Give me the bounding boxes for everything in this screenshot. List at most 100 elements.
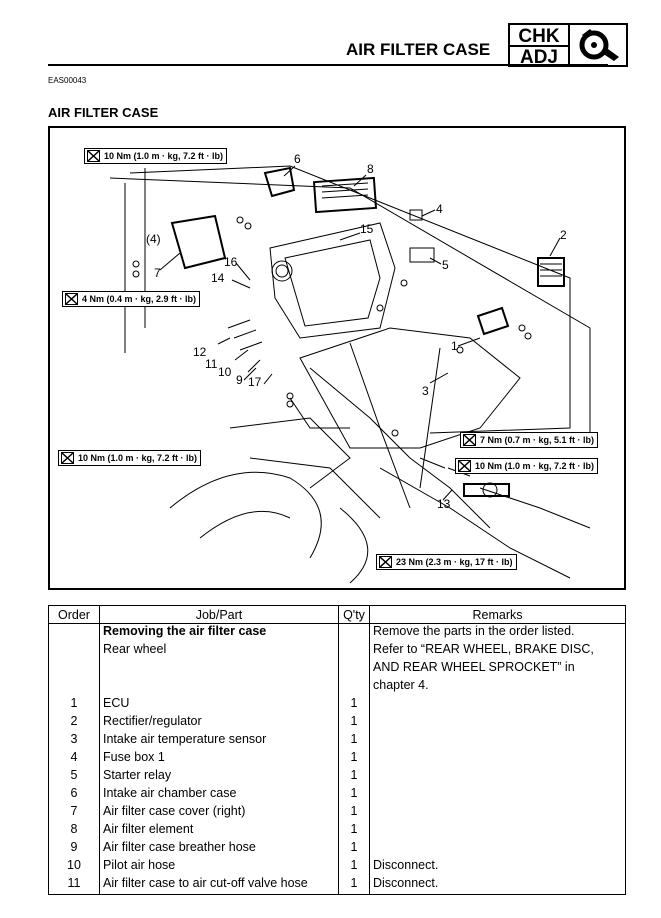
callout-5: 5 — [442, 258, 449, 272]
row-job-part — [99, 660, 339, 678]
callout-4: 4 — [436, 202, 443, 216]
row-remarks — [369, 822, 626, 840]
table-row: Removing the air filter case Remove the p… — [48, 623, 626, 642]
torque-label: 7 Nm (0.7 m · kg, 5.1 ft · lb) — [460, 432, 599, 448]
row-job-part: Air filter case breather hose — [99, 840, 339, 858]
exploded-diagram: 10 Nm (1.0 m · kg, 7.2 ft · lb) 4 Nm (0.… — [48, 126, 626, 590]
row-order: 2 — [48, 714, 100, 732]
row-order — [48, 642, 100, 660]
row-qty: 1 — [338, 768, 370, 786]
row-remarks — [369, 732, 626, 750]
row-job-part: Air filter case to air cut-off valve hos… — [99, 876, 339, 895]
row-remarks — [369, 786, 626, 804]
row-order: 1 — [48, 696, 100, 714]
wrench-icon — [65, 293, 78, 305]
torque-value: 23 Nm (2.3 m · kg, 17 ft · lb) — [396, 557, 513, 567]
wrench-icon — [87, 150, 100, 162]
header-order: Order — [48, 605, 100, 624]
row-qty: 1 — [338, 840, 370, 858]
row-qty — [338, 660, 370, 678]
torque-value: 10 Nm (1.0 m · kg, 7.2 ft · lb) — [104, 151, 224, 161]
row-qty — [338, 642, 370, 660]
callout-6: 6 — [294, 152, 301, 166]
row-remarks: Disconnect. — [369, 876, 626, 895]
row-order: 4 — [48, 750, 100, 768]
callout-1: 1 — [451, 339, 458, 353]
wrench-magnifier-icon — [572, 27, 624, 63]
row-order: 9 — [48, 840, 100, 858]
callout-3: 3 — [422, 384, 429, 398]
row-qty — [338, 623, 370, 642]
callout-11: 11 — [205, 357, 218, 371]
section-title: AIR FILTER CASE — [48, 105, 159, 120]
row-job-part: Rear wheel — [99, 642, 339, 660]
row-order: 3 — [48, 732, 100, 750]
table-row: AND REAR WHEEL SPROCKET” in — [48, 660, 626, 678]
table-row: chapter 4. — [48, 678, 626, 696]
row-remarks: Remove the parts in the order listed. — [369, 623, 626, 642]
wrench-icon — [379, 556, 392, 568]
row-job-part: Starter relay — [99, 768, 339, 786]
callout-9: 9 — [236, 373, 243, 387]
torque-label: 4 Nm (0.4 m · kg, 2.9 ft · lb) — [62, 291, 201, 307]
row-job-part: Pilot air hose — [99, 858, 339, 876]
row-job-part: Air filter case cover (right) — [99, 804, 339, 822]
wrench-icon — [61, 452, 74, 464]
torque-value: 10 Nm (1.0 m · kg, 7.2 ft · lb) — [78, 453, 198, 463]
row-order: 10 — [48, 858, 100, 876]
row-remarks — [369, 696, 626, 714]
row-job-part: Rectifier/regulator — [99, 714, 339, 732]
row-order: 8 — [48, 822, 100, 840]
torque-value: 7 Nm (0.7 m · kg, 5.1 ft · lb) — [480, 435, 595, 445]
row-job-part: ECU — [99, 696, 339, 714]
row-remarks: Disconnect. — [369, 858, 626, 876]
row-job-part: Fuse box 1 — [99, 750, 339, 768]
row-order — [48, 623, 100, 642]
row-order: 5 — [48, 768, 100, 786]
wrench-icon — [458, 460, 471, 472]
diagram-drawing — [109, 165, 591, 584]
row-order — [48, 660, 100, 678]
row-remarks — [369, 768, 626, 786]
badge-line1: CHK — [518, 26, 560, 47]
callout-2: 2 — [560, 228, 567, 242]
row-job-part: Removing the air filter case — [99, 623, 339, 642]
row-qty: 1 — [338, 714, 370, 732]
callout-10: 10 — [218, 365, 232, 379]
torque-label: 10 Nm (1.0 m · kg, 7.2 ft · lb) — [58, 450, 202, 466]
document-code: EAS00043 — [48, 76, 87, 85]
callout-8: 8 — [367, 162, 374, 176]
header-qty: Q'ty — [338, 605, 370, 624]
callout-16: 16 — [224, 255, 238, 269]
torque-label: 23 Nm (2.3 m · kg, 17 ft · lb) — [376, 554, 517, 570]
row-qty: 1 — [338, 750, 370, 768]
chk-adj-badge: CHK ADJ — [508, 23, 628, 69]
badge-line2: ADJ — [510, 45, 568, 69]
torque-label: 10 Nm (1.0 m · kg, 7.2 ft · lb) — [455, 458, 599, 474]
row-remarks — [369, 750, 626, 768]
row-order: 7 — [48, 804, 100, 822]
callout-7: 7 — [154, 266, 161, 280]
callout-14: 14 — [211, 271, 225, 285]
row-qty: 1 — [338, 696, 370, 714]
row-qty: 1 — [338, 858, 370, 876]
row-qty: 1 — [338, 732, 370, 750]
wrench-icon — [463, 434, 476, 446]
row-job-part — [99, 678, 339, 696]
row-order: 6 — [48, 786, 100, 804]
row-qty: 1 — [338, 822, 370, 840]
row-job-part: Air filter element — [99, 822, 339, 840]
row-remarks: AND REAR WHEEL SPROCKET” in — [369, 660, 626, 678]
torque-value: 4 Nm (0.4 m · kg, 2.9 ft · lb) — [82, 294, 197, 304]
torque-label: 10 Nm (1.0 m · kg, 7.2 ft · lb) — [84, 148, 228, 164]
